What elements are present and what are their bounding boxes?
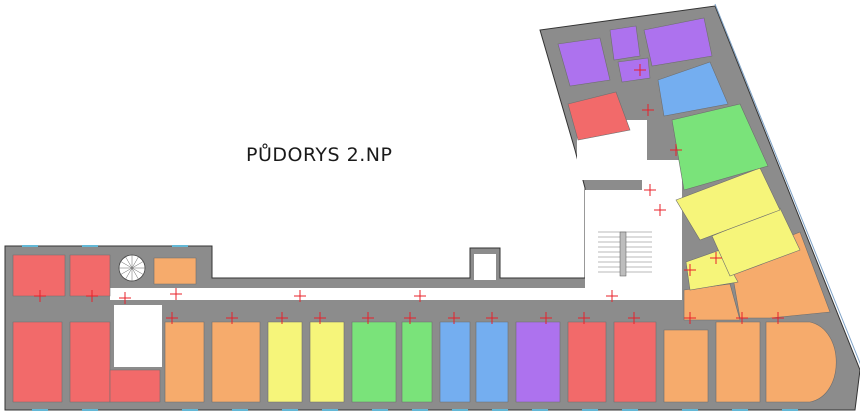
room-purple	[609, 25, 641, 61]
door-swing	[772, 312, 784, 324]
door-swing	[684, 264, 696, 276]
room-red	[567, 91, 631, 141]
room-red	[69, 254, 111, 297]
door-swing	[628, 312, 640, 324]
room-yellow	[309, 321, 345, 403]
door-swing	[634, 64, 646, 76]
door-swing	[578, 312, 590, 324]
door-swing	[170, 288, 182, 300]
door-swing	[314, 312, 326, 324]
stairs-layer	[118, 231, 652, 282]
facade-line	[714, 3, 860, 365]
room-orange	[211, 321, 261, 403]
wc-room	[114, 305, 162, 367]
door-swing	[404, 312, 416, 324]
windows-layer	[22, 245, 798, 411]
room-red	[12, 254, 66, 297]
main-corridor	[110, 288, 660, 300]
door-swing	[736, 312, 748, 324]
room-red	[69, 321, 111, 403]
room-blue	[439, 321, 471, 403]
stair-core	[619, 231, 627, 277]
door-swing	[414, 290, 426, 302]
room-orange	[715, 321, 761, 403]
room-yellow	[675, 167, 781, 241]
door-swing	[642, 104, 654, 116]
door-swing	[86, 290, 98, 302]
door-swing	[166, 312, 178, 324]
light-shaft	[474, 254, 496, 280]
door-swing	[34, 290, 46, 302]
room-purple	[643, 17, 713, 67]
door-swing	[362, 312, 374, 324]
room-orange	[765, 321, 837, 403]
plan-title: PŮDORYS 2.NP	[246, 144, 393, 166]
room-red	[109, 369, 161, 403]
stair-tread	[120, 267, 133, 275]
wing-corridor	[642, 160, 682, 300]
door-swing	[606, 290, 618, 302]
room-purple	[515, 321, 561, 403]
stair-tread	[125, 256, 133, 269]
door-swing	[294, 290, 306, 302]
room-red	[12, 321, 63, 403]
stair-tread	[131, 256, 139, 269]
room-blue	[475, 321, 509, 403]
door-swing	[540, 312, 552, 324]
stair-tread	[131, 267, 139, 280]
room-green	[351, 321, 397, 403]
room-orange	[153, 257, 197, 285]
door-swing	[710, 252, 722, 264]
door-swing	[684, 312, 696, 324]
door-swing	[226, 312, 238, 324]
stair-tread	[125, 267, 133, 280]
door-swing	[670, 144, 682, 156]
door-swing	[654, 204, 666, 216]
door-swing	[448, 312, 460, 324]
stair-tread	[131, 261, 144, 269]
rooms-layer	[12, 17, 837, 403]
room-green	[671, 103, 769, 191]
door-swing	[486, 312, 498, 324]
door-swing	[276, 312, 288, 324]
room-red	[567, 321, 607, 403]
door-swing	[119, 292, 131, 304]
room-red	[613, 321, 657, 403]
room-green	[401, 321, 433, 403]
room-purple	[557, 37, 611, 87]
room-orange	[663, 329, 709, 403]
door-swing	[644, 184, 656, 196]
stair-tread	[131, 267, 144, 275]
stair-tread	[120, 261, 133, 269]
doors-layer	[34, 64, 784, 324]
room-yellow	[267, 321, 303, 403]
room-blue	[657, 61, 729, 117]
room-orange	[164, 321, 205, 403]
